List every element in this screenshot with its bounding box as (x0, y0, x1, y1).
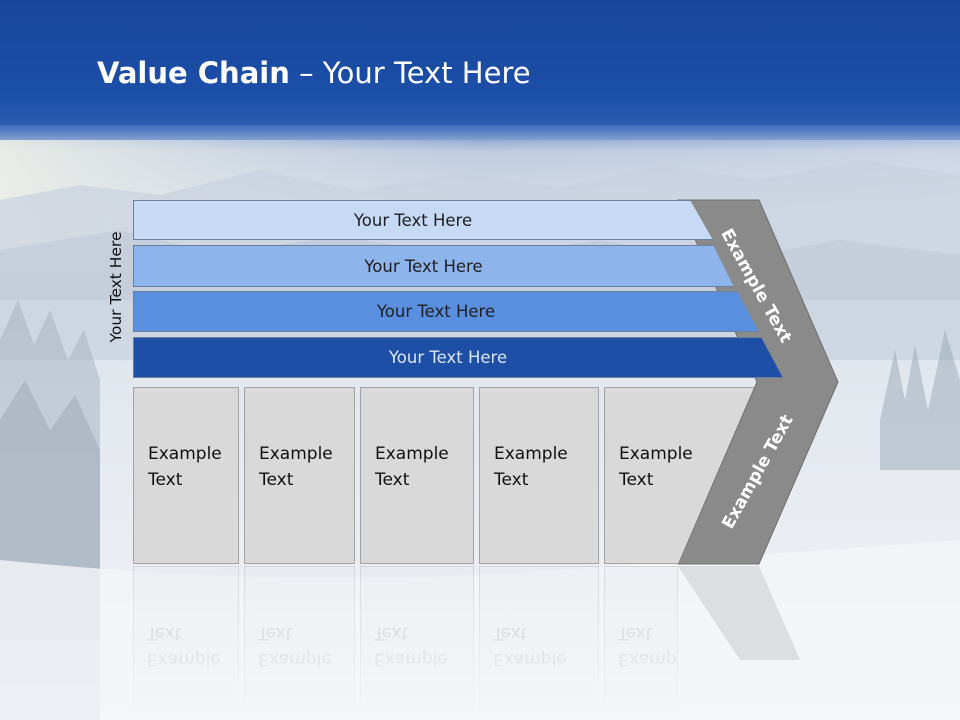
bar-4: Your Text Here (133, 337, 783, 378)
bar-1: Your Text Here (133, 200, 713, 240)
side-label-text: Your Text Here (107, 231, 125, 343)
bar-3-label: Your Text Here (376, 302, 496, 321)
column-4-text: Example Text (494, 444, 568, 490)
column-3-reflection-text: Example Text (374, 623, 448, 669)
bar-2: Your Text Here (133, 245, 734, 287)
column-4-reflection-text: Example Text (493, 623, 567, 669)
column-5-reflection-text: Example Text (618, 623, 678, 669)
column-5-reflection: Example Text (604, 566, 678, 716)
column-1-reflection-text: Example Text (147, 623, 221, 669)
bar-1-label: Your Text Here (353, 210, 473, 230)
column-2-reflection-text: Example Text (258, 623, 332, 669)
column-1-text: Example Text (148, 444, 222, 490)
column-1: Example Text (133, 387, 239, 564)
title-bold: Value Chain (97, 56, 290, 90)
column-3-reflection: Example Text (360, 566, 474, 716)
column-3-text: Example Text (375, 444, 449, 490)
column-1-reflection: Example Text (133, 566, 239, 716)
column-2-reflection: Example Text (244, 566, 355, 716)
column-5-text: Example Text (619, 444, 693, 490)
column-2: Example Text (244, 387, 355, 564)
column-4-reflection: Example Text (479, 566, 599, 716)
slide-title: Value Chain – Your Text Here (97, 55, 531, 91)
bar-2-label: Your Text Here (364, 256, 483, 276)
bar-4-label: Your Text Here (388, 348, 508, 367)
column-4: Example Text (479, 387, 599, 564)
column-3: Example Text (360, 387, 474, 564)
title-rest: – Your Text Here (289, 56, 531, 90)
bar-3: Your Text Here (133, 291, 759, 332)
column-2-text: Example Text (259, 444, 333, 490)
